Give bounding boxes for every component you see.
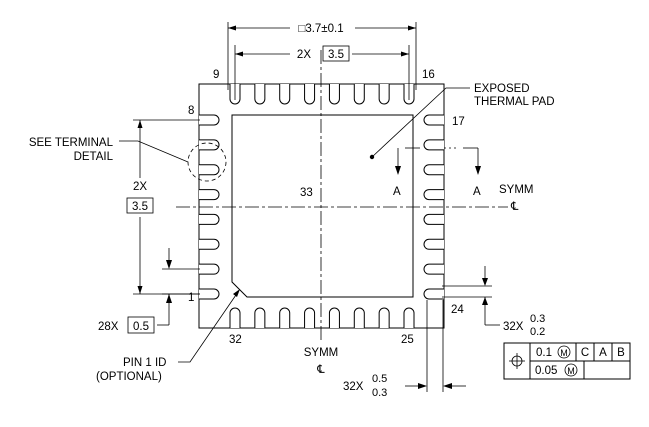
lead-width-prefix: 32X [503, 321, 524, 333]
side-pitch-value: 3.5 [132, 201, 148, 213]
pin-25-label: 25 [401, 334, 414, 346]
symm-right-label: SYMM [499, 184, 534, 196]
terminal-pad [378, 84, 390, 105]
terminal-pad [199, 114, 220, 126]
side-pitch-prefix: 2X [133, 181, 147, 193]
terminal-pad [328, 307, 340, 328]
fcf-datum-b: B [617, 347, 625, 359]
terminal-pad [423, 263, 444, 275]
terminal-pad [403, 307, 415, 328]
pads-left [199, 114, 220, 300]
terminal-detail-callout: SEE TERMINAL DETAIL [29, 137, 227, 182]
terminal-detail-line1: SEE TERMINAL [29, 137, 114, 149]
lead-length-max: 0.5 [372, 373, 387, 385]
pin-17-label: 17 [452, 116, 465, 128]
pin1-id-callout: PIN 1 ID (OPTIONAL) [96, 289, 240, 383]
terminal-pad [199, 139, 220, 151]
terminal-pad [199, 164, 220, 176]
centerline-symbol-bottom: ℄ [316, 364, 325, 376]
terminal-pad [254, 84, 266, 105]
pin-1-label: 1 [188, 292, 194, 304]
terminal-pad [423, 288, 444, 300]
pin-24-label: 24 [451, 304, 464, 316]
pin1-id-line2: (OPTIONAL) [96, 371, 162, 383]
terminal-pad [279, 307, 291, 328]
fcf-row2-value: 0.05 [535, 365, 557, 377]
terminal-pad [378, 307, 390, 328]
side-pad-pitch-dimension: 2X 3.5 [126, 119, 200, 295]
pin1-id-line1: PIN 1 ID [123, 357, 166, 369]
terminal-pad [423, 213, 444, 225]
side-pitch-box [126, 197, 154, 214]
pin-33-label: 33 [300, 187, 313, 199]
terminal-pad [423, 189, 444, 201]
pin-32-label: 32 [229, 334, 242, 346]
terminal-pad [199, 238, 220, 250]
top-pitch-value: 3.5 [328, 49, 344, 61]
terminal-pad [229, 307, 241, 328]
package-outline [198, 83, 445, 329]
terminal-pad [304, 84, 316, 105]
symm-bottom-label: SYMM [304, 347, 339, 359]
position-tolerance-icon [509, 353, 525, 369]
terminal-pad [423, 114, 444, 126]
section-a-left: A [393, 186, 401, 198]
terminal-pad [199, 213, 220, 225]
lead-width-max: 0.3 [530, 313, 545, 325]
lead-pitch-dimension: 28X 0.5 [98, 248, 200, 334]
lead-pitch-value: 0.5 [133, 321, 149, 333]
terminal-pad [423, 164, 444, 176]
terminal-pad [328, 84, 340, 105]
pads-right [423, 114, 444, 300]
body-size-dimension: □3.7±0.1 [227, 22, 417, 90]
fcf-row1-modifier: M [560, 348, 568, 358]
fcf-datum-a: A [599, 347, 607, 359]
pin-9-label: 9 [213, 69, 219, 81]
exposed-pad-callout: EXPOSED THERMAL PAD [369, 83, 555, 160]
fcf-datum-c: C [581, 347, 589, 359]
fcf-row1-value: 0.1 [536, 347, 552, 359]
lead-pitch-box [127, 316, 155, 334]
terminal-pad [353, 307, 365, 328]
lead-pitch-prefix: 28X [98, 321, 119, 333]
exposed-pad-line1: EXPOSED [474, 83, 530, 95]
mmc-modifier-icon-2 [564, 363, 578, 377]
lead-length-dimension: 32X 0.5 0.3 [343, 300, 466, 399]
pin-16-label: 16 [422, 69, 435, 81]
terminal-pad [304, 307, 316, 328]
terminal-pad [199, 189, 220, 201]
pads-top [229, 84, 415, 105]
terminal-detail-line2: DETAIL [74, 151, 114, 163]
terminal-pad [199, 263, 220, 275]
terminal-pad [423, 238, 444, 250]
lead-width-dimension: 32X 0.3 0.2 [442, 266, 545, 338]
terminal-pad [279, 84, 291, 105]
section-a-a-marker: A A [393, 147, 481, 198]
section-a-right: A [473, 186, 481, 198]
pin-8-label: 8 [188, 105, 194, 117]
terminal-pad [254, 307, 266, 328]
exposed-thermal-pad [231, 114, 414, 298]
lead-length-min: 0.3 [372, 387, 387, 399]
feature-control-frame: 0.1 M C A B 0.05 M [503, 342, 631, 380]
terminal-pad [199, 288, 220, 300]
lead-width-min: 0.2 [530, 326, 545, 338]
exposed-pad-line2: THERMAL PAD [474, 96, 555, 108]
terminal-pad [353, 84, 365, 105]
package-body [198, 83, 445, 329]
mmc-modifier-icon-1 [557, 345, 571, 359]
fcf-row2-modifier: M [567, 366, 575, 376]
lead-length-prefix: 32X [343, 381, 364, 393]
top-pad-pitch-dimension: 2X 3.5 [234, 45, 410, 100]
body-size-label: □3.7±0.1 [298, 23, 343, 35]
top-pitch-prefix: 2X [297, 49, 311, 61]
top-pitch-box [322, 45, 350, 62]
pads-bottom [229, 307, 415, 328]
centerline-symbol-right: ℄ [510, 201, 519, 213]
terminal-pad [423, 139, 444, 151]
